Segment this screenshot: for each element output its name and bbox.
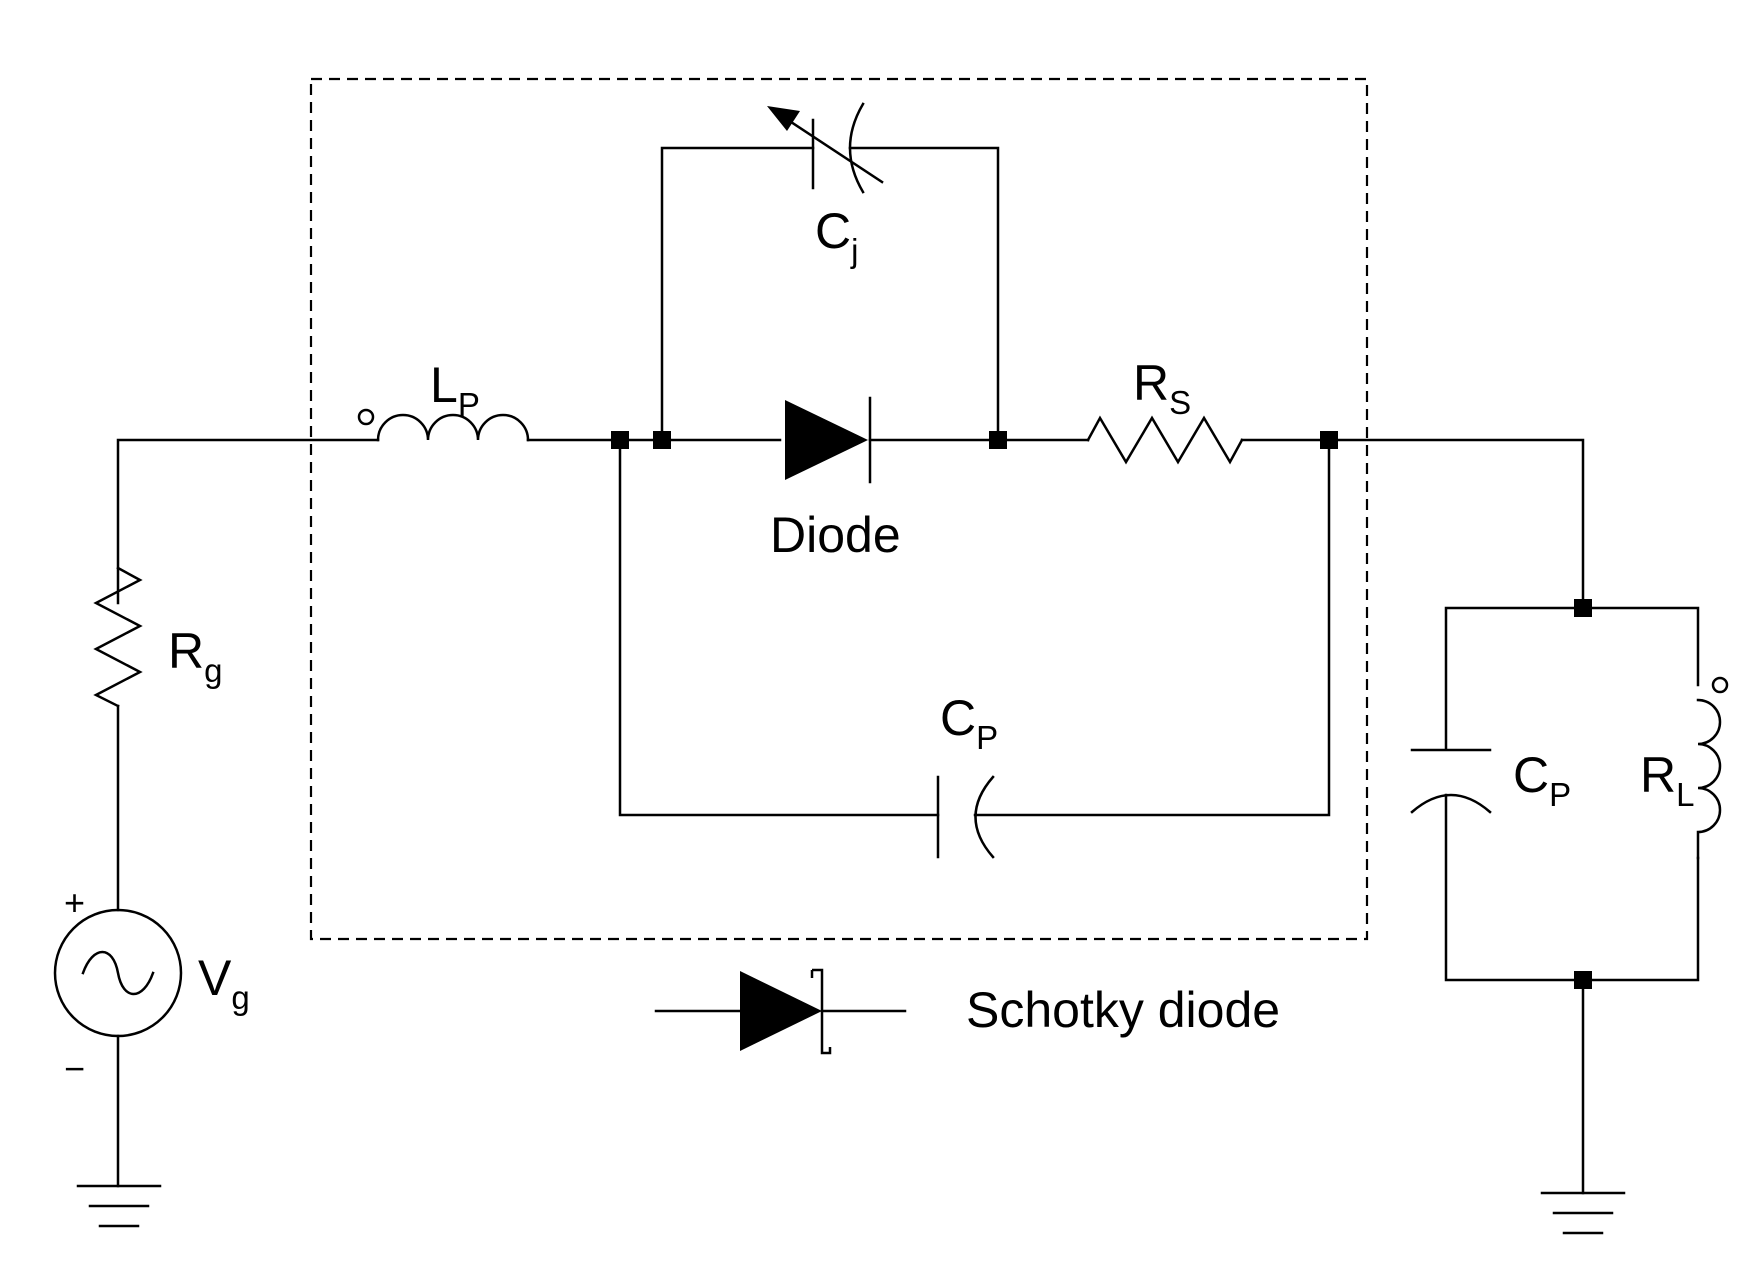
label-cp-inner: CP (940, 690, 998, 756)
diode-symbol (785, 400, 868, 480)
terminal-rl (1711, 676, 1729, 694)
label-cp-load: CP (1513, 747, 1571, 813)
label-cj: Cj (815, 203, 858, 269)
ground-icon (1540, 1191, 1626, 1235)
resistor-rs (1086, 415, 1244, 465)
legend-schottky-label: Schotky diode (966, 982, 1280, 1038)
label-rg: Rg (168, 623, 222, 689)
node (989, 431, 1007, 449)
wire-load-top (1444, 606, 1700, 750)
ground-icon (76, 1184, 162, 1228)
label-lp: LP (430, 357, 480, 423)
wire-cp-inner-right (973, 438, 1331, 817)
cj-arrow-head (767, 106, 800, 131)
load-rl (1696, 698, 1722, 860)
node (653, 431, 671, 449)
wire-load-bottom (1444, 793, 1700, 982)
cj-variable-arrow (786, 118, 884, 184)
node (611, 431, 629, 449)
label-vg: Vg (198, 950, 250, 1016)
label-rs: RS (1133, 355, 1191, 421)
schottky-diode-icon (654, 968, 907, 1055)
wire-cj-right (848, 146, 1000, 442)
wire-rs-to-load (1240, 438, 1585, 610)
wire-cp-inner-left (618, 438, 940, 817)
cp-load-plate-curved (1410, 793, 1492, 814)
sine-wave-icon (81, 951, 155, 995)
cp-inner-plate-curved (974, 775, 995, 859)
node (1320, 431, 1338, 449)
wire-cj-left (660, 146, 815, 442)
label-diode: Diode (770, 507, 901, 563)
package-boundary (309, 77, 1369, 941)
terminal-lp (357, 408, 375, 426)
label-rl: RL (1640, 747, 1694, 813)
resistor-rg (93, 566, 143, 708)
source-plus-sign: + (64, 882, 85, 923)
wire-source-to-lp (116, 438, 380, 605)
source-minus-sign: − (64, 1048, 85, 1089)
inductor-lp (376, 413, 530, 442)
